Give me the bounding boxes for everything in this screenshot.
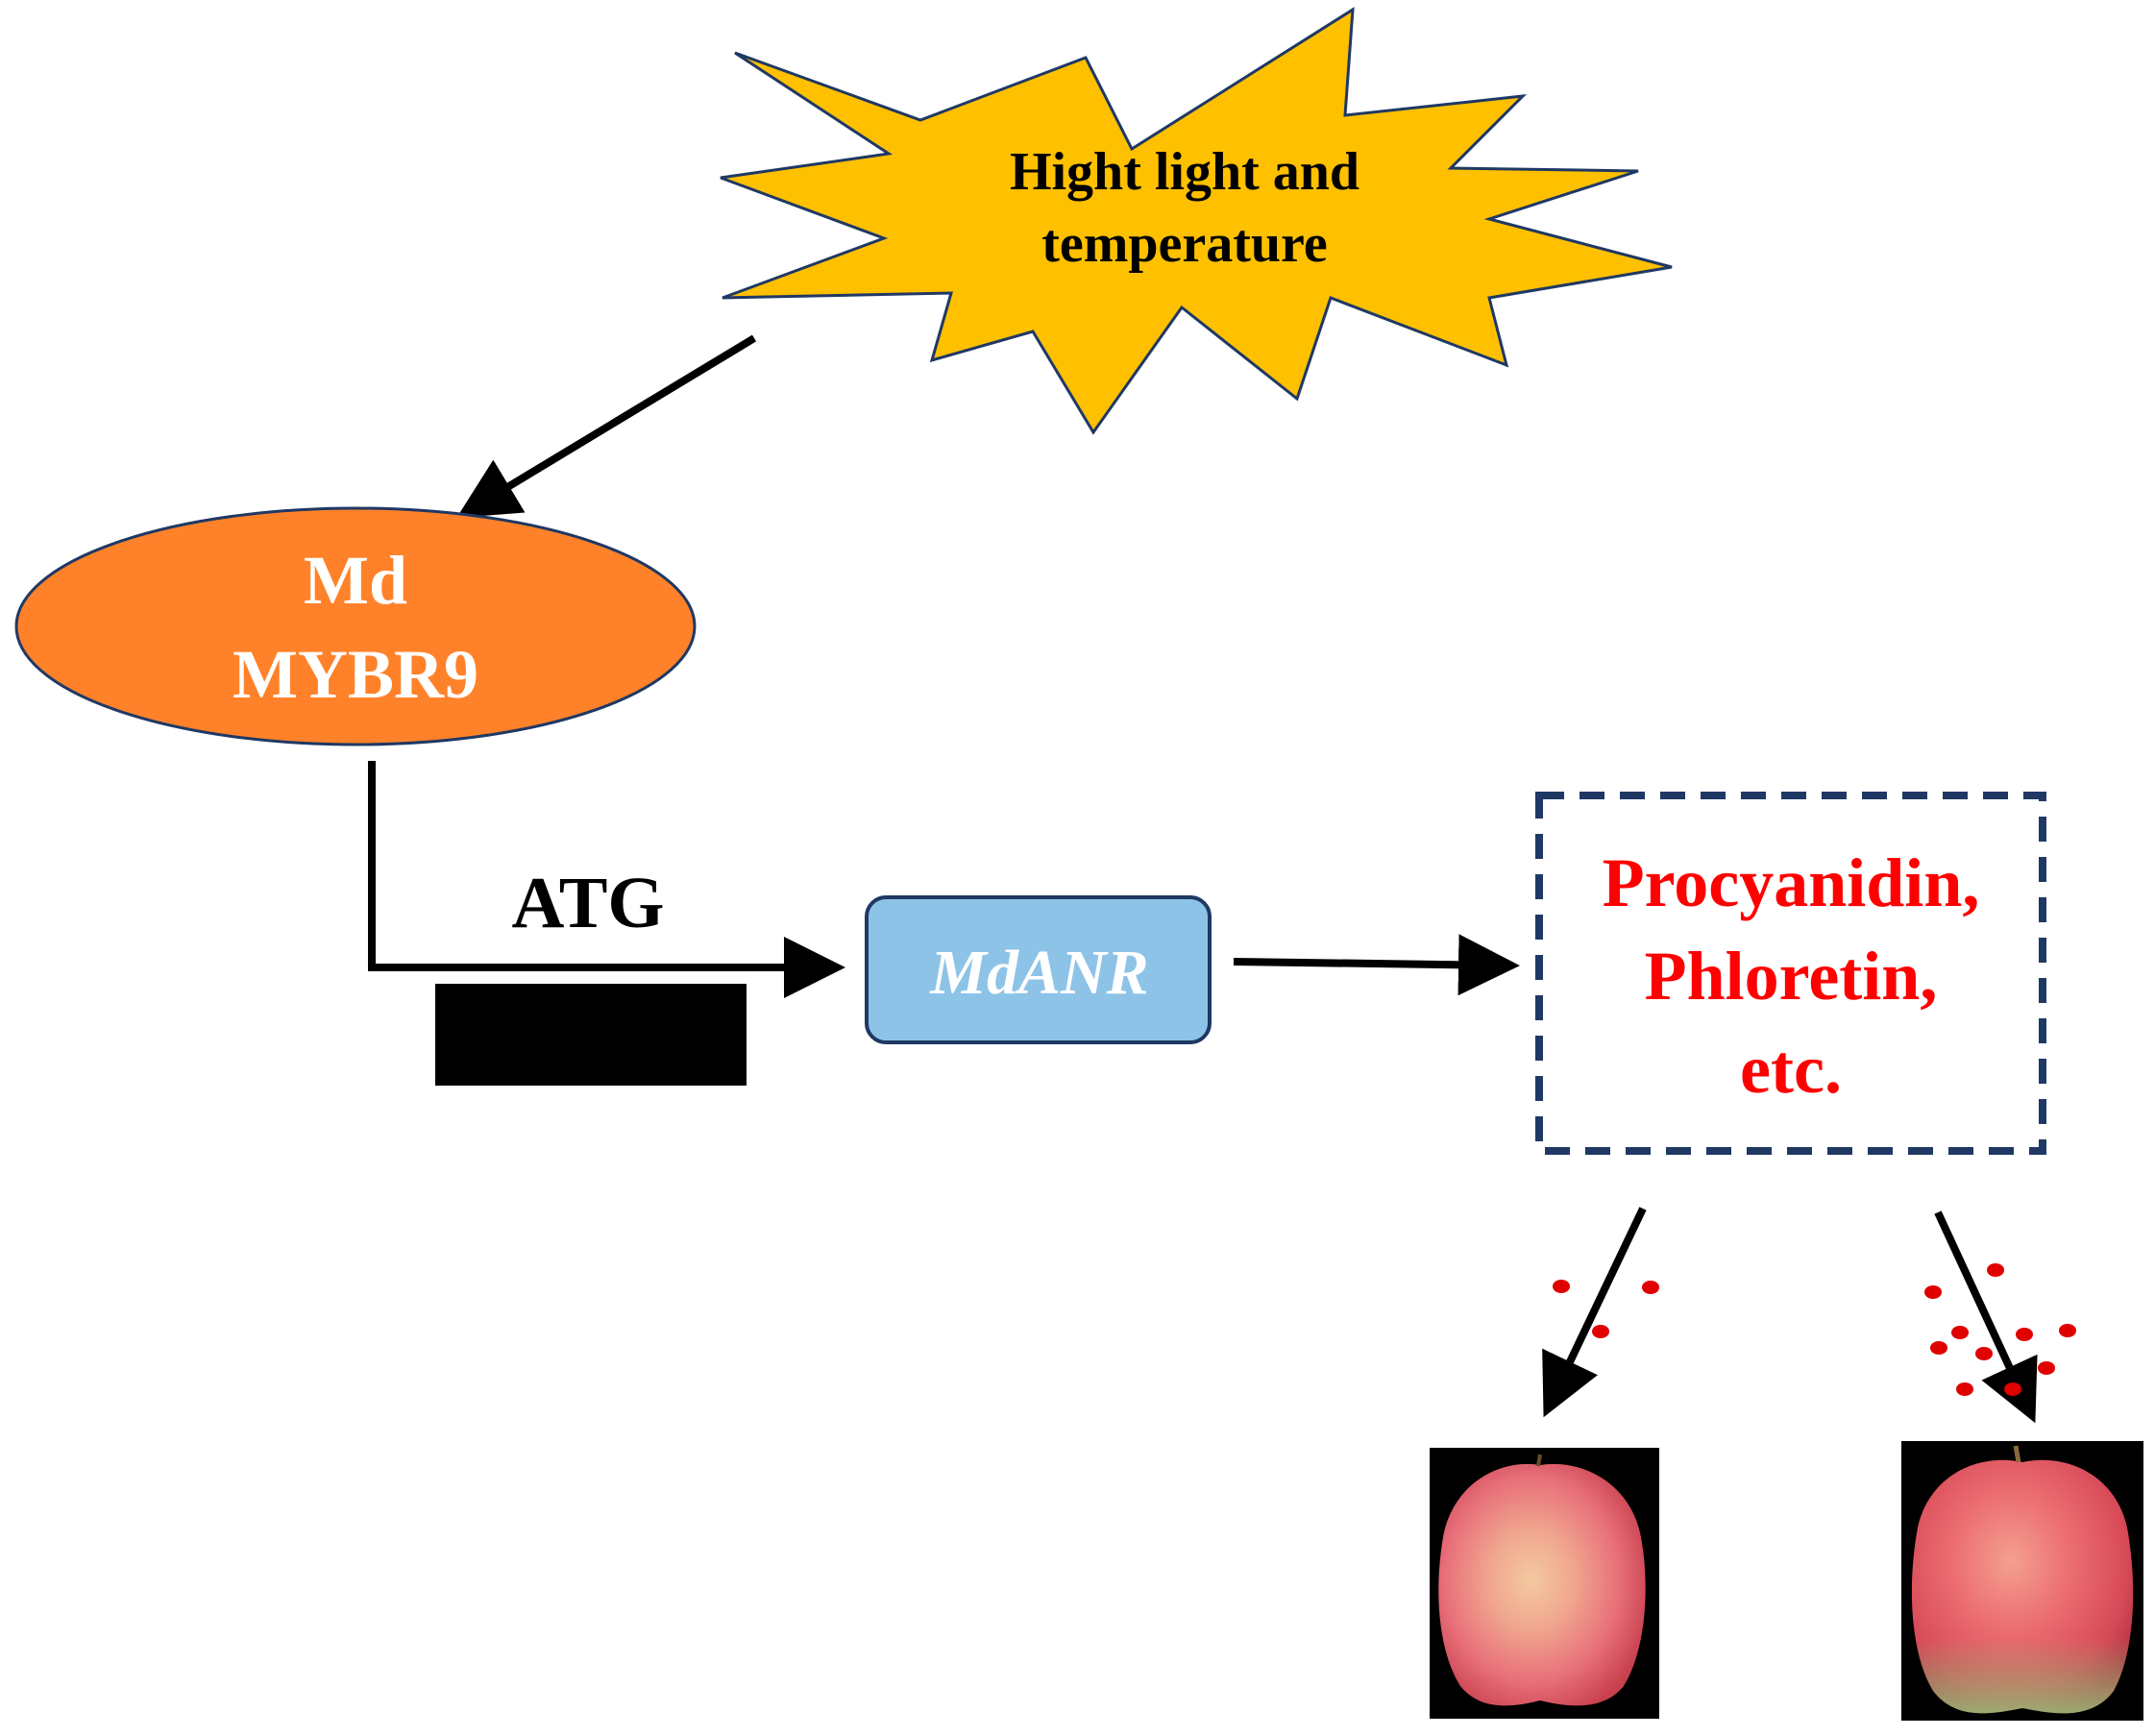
gene-to-products-arrow <box>1233 934 1520 996</box>
metabolite-dot <box>1642 1281 1659 1294</box>
metabolite-dot <box>1975 1347 1993 1360</box>
products-label-line3: etc. <box>1740 1031 1842 1108</box>
products-node: Procyanidin, Phloretin, etc. <box>1535 792 2046 1155</box>
apple-right-stem <box>2013 1445 2021 1463</box>
products-label-line2: Phloretin, <box>1645 938 1938 1015</box>
high-metabolite-dots <box>1924 1263 2076 1396</box>
promoter-label: ATG <box>511 863 664 943</box>
metabolite-dot <box>2016 1328 2033 1341</box>
apple-photo-left <box>1430 1448 1659 1719</box>
gene-box <box>865 895 1212 1044</box>
metabolite-dot <box>1951 1326 1969 1339</box>
metabolite-dot <box>2059 1324 2076 1337</box>
products-dashed-box <box>1535 792 2046 1155</box>
products-label-line1: Procyanidin, <box>1603 844 1980 921</box>
stimulus-label-line1: Hight light and <box>1010 142 1359 202</box>
regulator-label-line1: Md <box>304 542 407 619</box>
apple-left-body <box>1438 1463 1646 1706</box>
metabolite-dot <box>1924 1285 1942 1299</box>
metabolite-dot <box>1956 1382 1973 1396</box>
low-metabolite-dots <box>1553 1280 1659 1338</box>
regulator-node: Md MYBR9 <box>14 506 697 746</box>
products-to-right-fruit-arrow <box>1934 1210 2038 1424</box>
gene-node: MdANR <box>865 895 1212 1044</box>
stimulus-starburst: Hight light and temperature <box>720 7 1673 435</box>
apple-right-green-tint <box>1911 1459 2134 1714</box>
products-to-left-fruit-arrow <box>1542 1207 1647 1418</box>
metabolite-dot <box>1930 1341 1947 1355</box>
regulator-oval <box>14 506 697 746</box>
stimulus-label-line2: temperature <box>1041 214 1328 274</box>
metabolite-dot <box>1592 1325 1609 1338</box>
promoter-bent-arrow <box>368 761 845 998</box>
stimulus-to-regulator-arrow <box>456 334 757 519</box>
metabolite-dot <box>1553 1280 1570 1293</box>
regulator-label-line2: MYBR9 <box>233 636 478 713</box>
gene-label: MdANR <box>929 938 1148 1008</box>
promoter-block <box>435 984 747 1086</box>
metabolite-dot <box>2038 1361 2055 1375</box>
apple-photo-right <box>1901 1441 2143 1721</box>
metabolite-dot <box>2004 1382 2021 1396</box>
metabolite-dot <box>1987 1263 2004 1277</box>
starburst-shape <box>720 7 1673 435</box>
apple-left-stem <box>1536 1454 1542 1467</box>
